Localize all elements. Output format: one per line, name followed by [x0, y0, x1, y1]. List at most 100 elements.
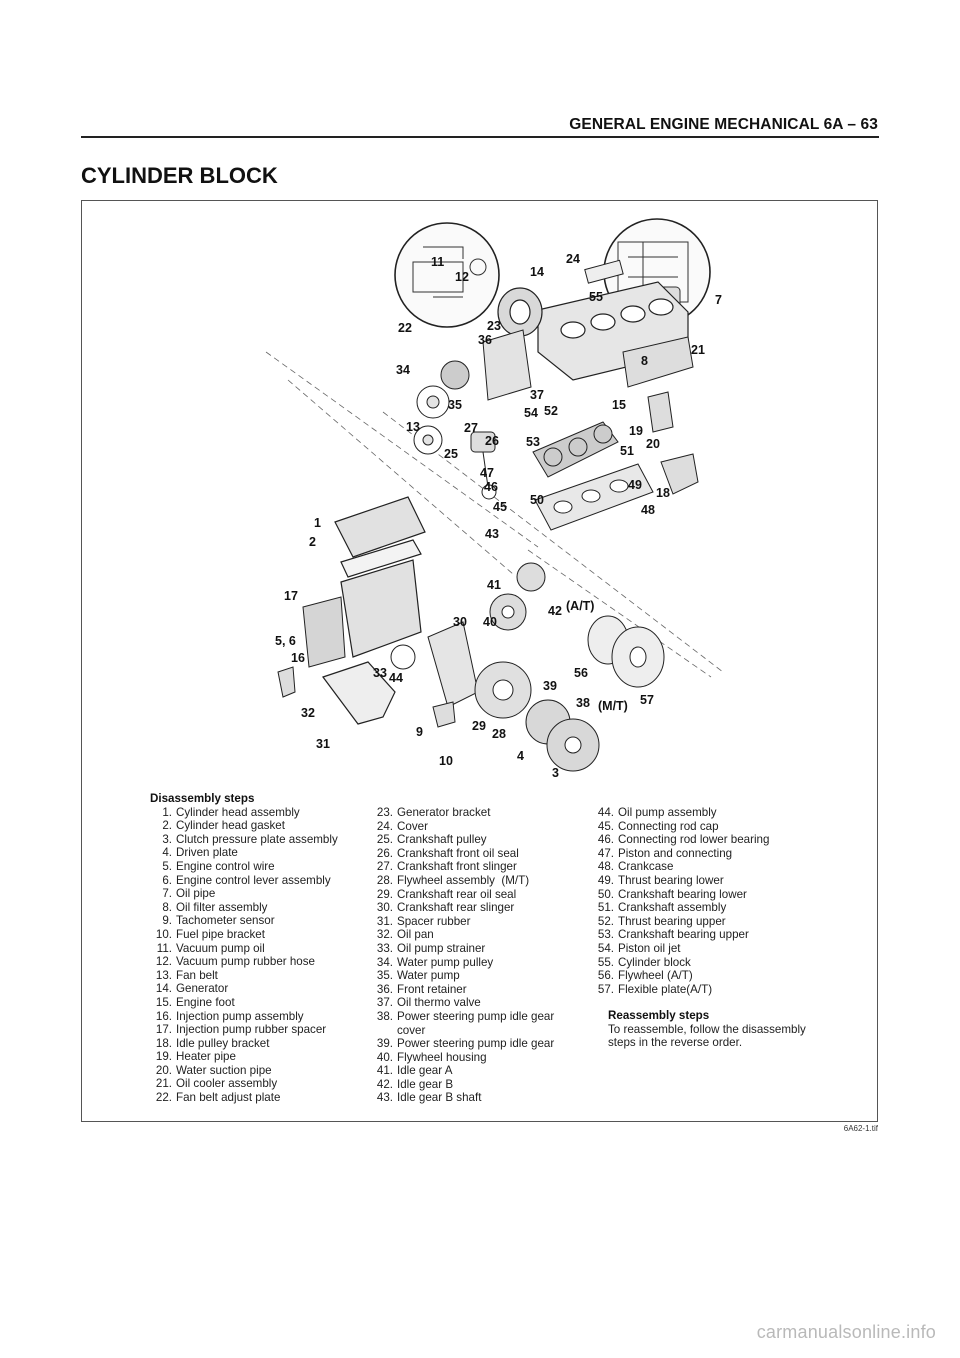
step-text: Crankshaft assembly: [618, 901, 727, 915]
step-number: 22.: [155, 1091, 172, 1105]
step-number: 26.: [376, 846, 393, 860]
step-number: 33.: [376, 941, 393, 955]
step-text: Idle gear B shaft: [397, 1091, 482, 1105]
callout-46: 46: [484, 480, 498, 494]
watermark: carmanualsonline.info: [756, 1322, 936, 1342]
exploded-engine-diagram: 1 2 3 4 5, 6 7 8 9 10 11 12 13 14 15 16 …: [265, 218, 724, 780]
disassembly-column-1: Disassembly steps 1.Cylinder head assemb…: [150, 792, 380, 1105]
disassembly-step: 15.Engine foot: [150, 996, 380, 1010]
callout-7: 7: [715, 293, 722, 307]
step-text: Heater pipe: [176, 1050, 236, 1064]
step-text: Crankshaft front oil seal: [397, 846, 519, 860]
callout-13: 13: [406, 420, 420, 434]
callout-16: 16: [291, 651, 305, 665]
disassembly-step: 18.Idle pulley bracket: [150, 1037, 380, 1051]
step-text: Fan belt: [176, 968, 218, 982]
step-number: 42.: [376, 1077, 393, 1091]
disassembly-step: 50.Crankshaft bearing lower: [592, 888, 812, 902]
step-text: Flywheel housing: [397, 1050, 487, 1064]
disassembly-step: 47.Piston and connecting: [592, 847, 812, 861]
step-number: 34.: [376, 955, 393, 969]
step-number: 25.: [376, 833, 393, 847]
step-text: Water pump pulley: [397, 955, 494, 969]
step-number: 21.: [155, 1077, 172, 1091]
step-text: Flywheel (A/T): [618, 969, 693, 983]
disassembly-step: 29.Crankshaft rear oil seal: [371, 888, 591, 902]
step-text: Clutch pressure plate assembly: [176, 832, 338, 846]
callout-33: 33: [373, 666, 387, 680]
step-number: 50.: [597, 887, 614, 901]
disassembly-step: 6.Engine control lever assembly: [150, 874, 380, 888]
step-number: 10.: [155, 927, 172, 941]
step-number: 44.: [597, 806, 614, 819]
disassembly-step: 42.Idle gear B: [371, 1078, 591, 1092]
callout-49: 49: [628, 478, 642, 492]
reassembly-block: Reassembly steps To reassemble, follow t…: [608, 1009, 808, 1050]
step-text: Connecting rod lower bearing: [618, 833, 770, 847]
step-text: Engine control wire: [176, 859, 275, 873]
step-number: 36.: [376, 982, 393, 996]
callout-22: 22: [398, 321, 412, 335]
step-number: 29.: [376, 887, 393, 901]
disassembly-step: 32. Oil pan: [371, 928, 591, 942]
disassembly-step: 30.Crankshaft rear slinger: [371, 901, 591, 915]
step-number: 30.: [376, 901, 393, 915]
idle-gears-part: [489, 562, 546, 631]
disassembly-step: 12.Vacuum pump rubber hose: [150, 955, 380, 969]
step-number: 12.: [155, 955, 172, 969]
callout-32: 32: [301, 706, 315, 720]
callout-43: 43: [485, 527, 499, 541]
step-text: Injection pump rubber spacer: [176, 1023, 327, 1037]
callout-30: 30: [453, 615, 467, 629]
disassembly-step: 37.Oil thermo valve: [371, 996, 591, 1010]
step-text: Idle gear A: [397, 1064, 453, 1078]
disassembly-heading: Disassembly steps: [150, 792, 255, 805]
callout-19: 19: [629, 424, 643, 438]
page-header-title: GENERAL ENGINE MECHANICAL 6A – 63: [569, 116, 878, 133]
disassembly-step: 20.Water suction pipe: [150, 1064, 380, 1078]
step-number: 32.: [376, 928, 393, 942]
step-number: 17.: [155, 1023, 172, 1037]
step-text: Crankshaft pulley: [397, 833, 487, 847]
disassembly-step: 23. Generator bracket: [371, 806, 591, 820]
brackets-part: [277, 391, 699, 728]
disassembly-step: 17. Injection pump rubber spacer: [150, 1023, 380, 1037]
step-text: Oil pan: [397, 928, 434, 942]
callout-52: 52: [544, 404, 558, 418]
disassembly-step: 2.Cylinder head gasket: [150, 819, 380, 833]
disassembly-step: 44.Oil pump assembly: [592, 806, 812, 820]
callout-53: 53: [526, 435, 540, 449]
disassembly-step: 41.Idle gear A: [371, 1064, 591, 1078]
disassembly-step: 54.Piston oil jet: [592, 942, 812, 956]
callout-23: 23: [487, 319, 501, 333]
step-number: 48.: [597, 860, 614, 874]
callout-38: 38: [576, 696, 590, 710]
callout-8: 8: [641, 354, 648, 368]
step-text: Water pump: [397, 969, 460, 983]
step-number: 46.: [597, 833, 614, 847]
step-text: Crankshaft front slinger: [397, 860, 517, 874]
step-text: Engine control lever assembly: [176, 873, 331, 887]
callout-37: 37: [530, 388, 544, 402]
oil-pan-part: [322, 661, 396, 725]
disassembly-step: 7.Oil pipe: [150, 887, 380, 901]
disassembly-step: 45.Connecting rod cap: [592, 820, 812, 834]
front-retainer-part: [413, 329, 532, 455]
callout-10: 10: [439, 754, 453, 768]
disassembly-step: 21.Oil cooler assembly: [150, 1077, 380, 1091]
step-text: Oil pump strainer: [397, 941, 486, 955]
disassembly-step: 9.Tachometer sensor: [150, 914, 380, 928]
step-number: 20.: [155, 1063, 172, 1077]
step-text: Generator bracket: [397, 806, 491, 819]
step-text: Connecting rod cap: [618, 819, 719, 833]
step-number: 11.: [156, 941, 172, 955]
header-rule: [81, 136, 879, 138]
step-number: 9.: [162, 914, 172, 928]
reassembly-text: To reassemble, follow the disassembly st…: [608, 1022, 806, 1050]
callout-28: 28: [492, 727, 506, 741]
step-number: 23.: [376, 806, 393, 819]
disassembly-step: 22.Fan belt adjust plate: [150, 1091, 380, 1105]
callout-21: 21: [691, 343, 705, 357]
